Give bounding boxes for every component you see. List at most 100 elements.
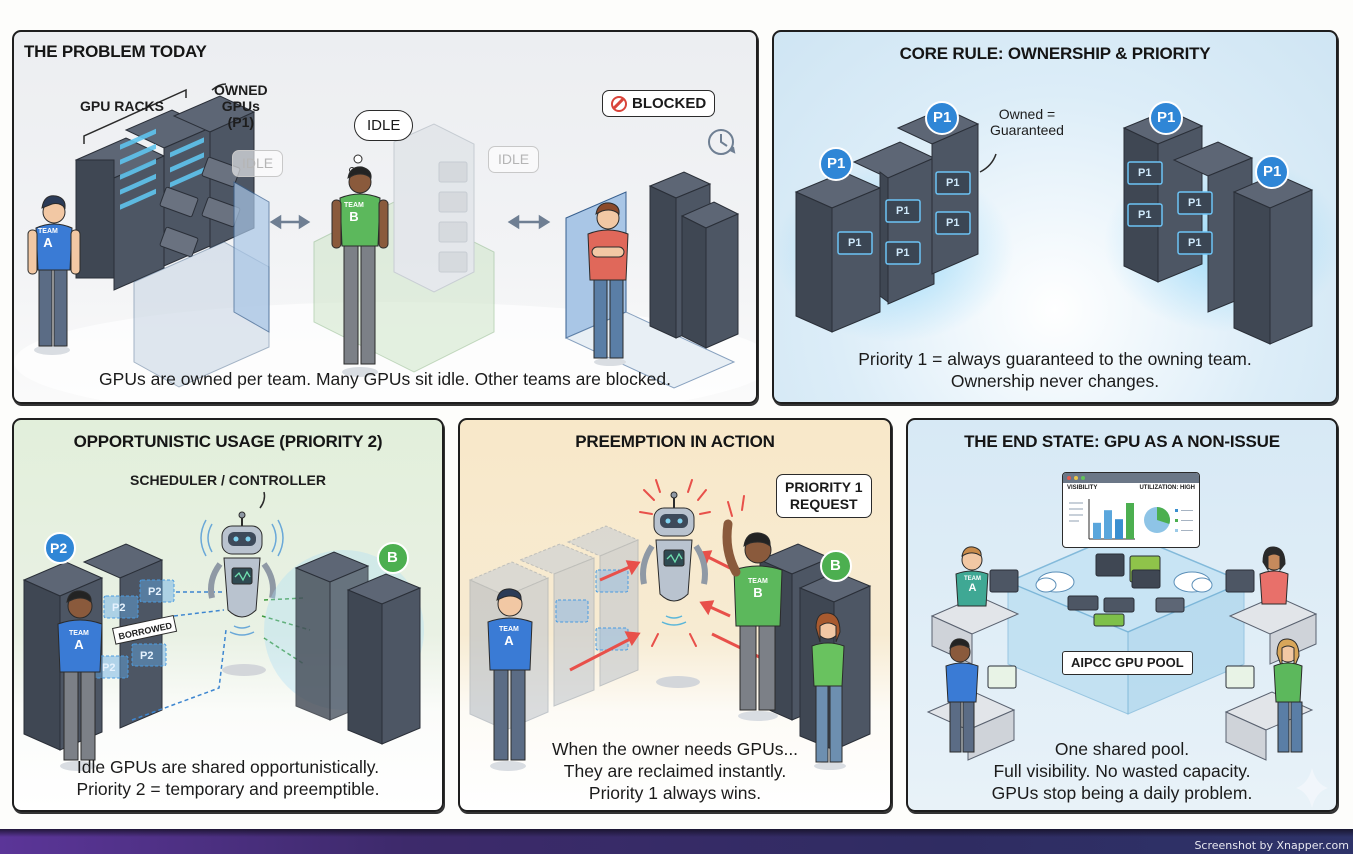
- team-member-person: [1273, 638, 1303, 753]
- team-b-shirt-label: TEAM B: [344, 202, 364, 224]
- watermark: Screenshot by Xnapper.com: [1194, 839, 1349, 852]
- p2-card-label: P2: [102, 662, 116, 674]
- visibility-label: VISIBILITY: [1067, 485, 1098, 491]
- idle-thought-bubble: IDLE: [354, 110, 414, 141]
- rack-cluster-right: [264, 550, 424, 745]
- b-badge: [377, 542, 409, 574]
- sparkle-icon: [1296, 768, 1328, 808]
- p2-badge-label: P2: [50, 540, 68, 556]
- panel-title: CORE RULE: OWNERSHIP & PRIORITY: [899, 44, 1211, 63]
- b-badge-label: B: [387, 549, 398, 566]
- p1-badge-label: P1: [1157, 109, 1176, 126]
- scheduler-label: SCHEDULER / CONTROLLER: [130, 472, 326, 488]
- p1-badge-label: P1: [933, 109, 952, 126]
- p1-gpu-cards: [837, 161, 1213, 265]
- blocked-racks: [648, 171, 740, 349]
- panel-core-rule: CORE RULE: OWNERSHIP & PRIORITY: [772, 30, 1338, 404]
- dashboard-bar: [1104, 510, 1112, 539]
- p2-gpu-cards: [93, 579, 175, 679]
- p1-card-label: P1: [1138, 209, 1152, 221]
- utilization-label: UTILIZATION: HIGH: [1139, 485, 1195, 491]
- opportunistic-illustration: [22, 491, 424, 771]
- p1-card-label: P1: [946, 217, 960, 229]
- p1-card-label: P1: [1138, 167, 1152, 179]
- team-a-shirt-label: TEAM A: [499, 626, 519, 648]
- team-a-person: [27, 195, 81, 355]
- double-arrow-icon: [269, 214, 551, 230]
- core-rule-illustration: [774, 101, 1336, 345]
- no-entry-icon: [611, 95, 627, 112]
- idle-bubble-team-a: IDLE: [232, 150, 284, 177]
- alert-burst-icon: [639, 479, 745, 647]
- borrowed-tag: [111, 614, 178, 645]
- team-b-person: [331, 166, 389, 377]
- p2-card-label: P2: [140, 650, 154, 662]
- dashboard-bar: [1093, 522, 1101, 539]
- blocked-person: [587, 202, 629, 366]
- priority-request-bubble: PRIORITY 1 REQUEST: [776, 474, 872, 518]
- team-a-shirt-label: TEAM A: [69, 630, 89, 652]
- team-b-shirt-label: TEAM B: [748, 578, 768, 600]
- p1-card-label: P1: [946, 177, 960, 189]
- dashboard-charts: [1069, 499, 1193, 540]
- p1-badges: [819, 101, 1289, 189]
- panel-caption: When the owner needs GPUs... They are re…: [551, 739, 799, 803]
- team-b-person: [722, 519, 783, 721]
- panel-caption: Priority 1 = always guaranteed to the ow…: [858, 349, 1252, 391]
- team-a-person: [955, 546, 989, 607]
- dashboard-bar: [1126, 503, 1134, 539]
- scheduler-robot-icon: [640, 491, 708, 688]
- b-badge-label: B: [830, 557, 841, 574]
- p1-card-label: P1: [1188, 237, 1202, 249]
- p1-badge-label: P1: [1263, 163, 1282, 180]
- panel-caption: GPUs are owned per team. Many GPUs sit i…: [99, 369, 671, 389]
- scheduler-robot-icon: [200, 511, 284, 676]
- team-member-person: [945, 638, 979, 753]
- b-badge: [820, 550, 852, 582]
- p1-badge-label: P1: [827, 155, 846, 172]
- team-a-shirt-label: TEAM A: [964, 576, 981, 594]
- end-state-illustration: [926, 531, 1328, 808]
- team-member-person: [811, 612, 846, 770]
- panel-title: PREEMPTION IN ACTION: [575, 432, 775, 451]
- team-a-person: [57, 590, 103, 771]
- panel-preemption-in-action: PREEMPTION IN ACTION: [458, 418, 892, 812]
- p1-card-label: P1: [896, 205, 910, 217]
- p2-badge: [44, 532, 76, 564]
- window-titlebar: [1063, 473, 1199, 483]
- p2-card-label: P2: [148, 586, 162, 598]
- preemption-illustration: [468, 479, 872, 771]
- footer-bar: Screenshot by Xnapper.com: [0, 829, 1353, 854]
- blocked-label: BLOCKED: [632, 95, 707, 112]
- gpu-pool-box: [1006, 531, 1246, 715]
- utilization-dashboard: VISIBILITY UTILIZATION: HIGH: [1062, 472, 1200, 548]
- window-maximize-dot: [1081, 476, 1085, 480]
- panel-title: OPPORTUNISTIC USAGE (PRIORITY 2): [73, 432, 383, 451]
- rack-cluster-left: [774, 107, 1014, 342]
- p1-card-label: P1: [896, 247, 910, 259]
- team-member-person: [1259, 546, 1289, 605]
- idle-bubble-team-b: IDLE: [488, 146, 540, 173]
- p1-card-label: P1: [1188, 197, 1202, 209]
- panel-caption: Idle GPUs are shared opportunistically. …: [76, 757, 380, 799]
- blocked-bubble: BLOCKED: [602, 90, 716, 117]
- rack-cluster-right: [1104, 109, 1336, 345]
- dashboard-pie-slice: [1157, 507, 1170, 525]
- gpu-racks-label: GPU RACKS: [80, 98, 165, 114]
- p2-card-label: P2: [112, 602, 126, 614]
- panel-problem-today: THE PROBLEM TODAY: [12, 30, 758, 404]
- problem-illustration: [14, 83, 756, 402]
- owned-gpus-label: OWNED GPUs (P1): [214, 82, 268, 130]
- panel-opportunistic-usage: OPPORTUNISTIC USAGE (PRIORITY 2) SCHEDUL…: [12, 418, 444, 812]
- team-a-shirt-label: TEAM A: [38, 228, 58, 250]
- window-close-dot: [1067, 476, 1071, 480]
- panel-title: THE PROBLEM TODAY: [24, 42, 207, 61]
- p1-card-label: P1: [848, 237, 862, 249]
- dashboard-bar: [1115, 519, 1123, 539]
- gpu-pool-label: AIPCC GPU POOL: [1062, 651, 1193, 675]
- panel-title: THE END STATE: GPU AS A NON-ISSUE: [964, 432, 1280, 451]
- window-minimize-dot: [1074, 476, 1078, 480]
- panel-end-state: THE END STATE: GPU AS A NON-ISSUE: [906, 418, 1338, 812]
- clock-refresh-icon: [708, 129, 736, 155]
- team-a-person: [487, 588, 533, 771]
